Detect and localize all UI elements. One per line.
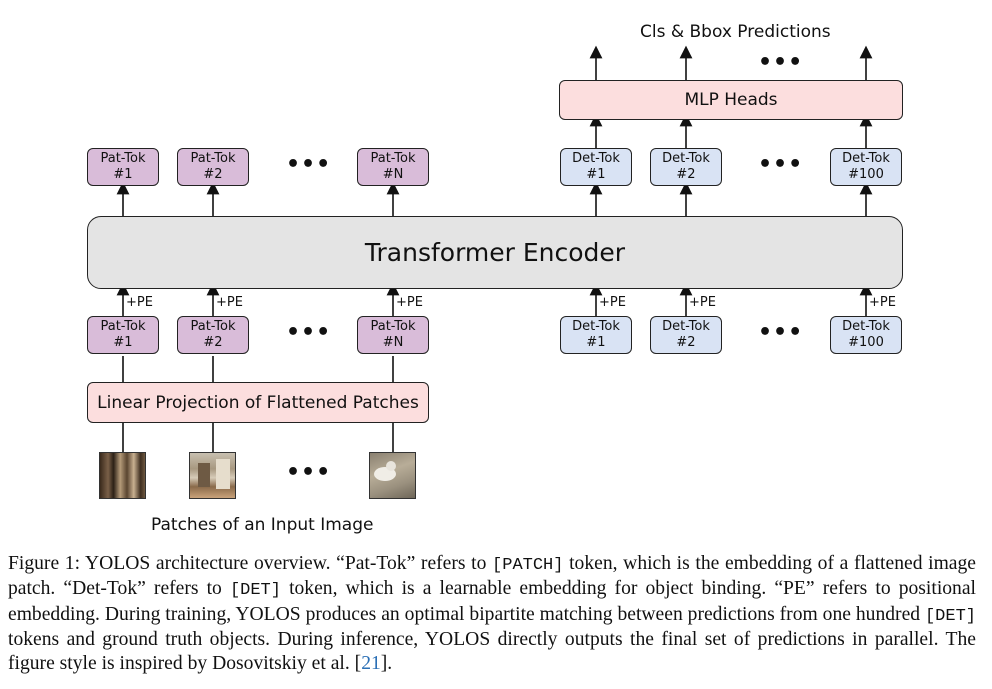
input-pat-ellipsis: ••• bbox=[286, 320, 332, 345]
token-name: Det-Tok bbox=[662, 319, 710, 334]
pe-label: +PE bbox=[689, 295, 716, 310]
input-pat-token-2: Pat-Tok #2 bbox=[177, 316, 249, 354]
citation-link[interactable]: 21 bbox=[361, 652, 381, 674]
caption-text: token, which is the embedding of a flatt… bbox=[8, 553, 976, 600]
input-det-token-2: Det-Tok #2 bbox=[650, 316, 722, 354]
token-name: Pat-Tok bbox=[370, 319, 416, 334]
yolos-architecture-diagram: Cls & Bbox Predictions ••• MLP Heads Pat… bbox=[87, 22, 903, 535]
caption-text: ]. bbox=[380, 652, 393, 674]
token-name: Det-Tok bbox=[572, 151, 620, 166]
predictions-label: Cls & Bbox Predictions bbox=[640, 22, 831, 42]
caption-text: token, which is a learnable embedding fo… bbox=[8, 578, 976, 625]
token-index: #100 bbox=[848, 335, 884, 350]
output-det-ellipsis: ••• bbox=[758, 152, 804, 177]
token-index: #2 bbox=[203, 335, 223, 350]
det-token-code: [DET] bbox=[229, 581, 281, 601]
token-name: Pat-Tok bbox=[370, 151, 416, 166]
token-index: #2 bbox=[203, 167, 223, 182]
output-pat-ellipsis: ••• bbox=[286, 152, 332, 177]
pe-label: +PE bbox=[396, 295, 423, 310]
patch-detail bbox=[386, 461, 396, 471]
pe-label: +PE bbox=[869, 295, 896, 310]
token-name: Pat-Tok bbox=[190, 151, 236, 166]
patch-detail bbox=[198, 463, 210, 487]
token-index: #2 bbox=[676, 167, 696, 182]
output-det-token-2: Det-Tok #2 bbox=[650, 148, 722, 186]
token-index: #1 bbox=[113, 167, 133, 182]
output-pat-token-n: Pat-Tok #N bbox=[357, 148, 429, 186]
token-name: Det-Tok bbox=[842, 151, 890, 166]
token-name: Pat-Tok bbox=[190, 319, 236, 334]
output-pat-token-2: Pat-Tok #2 bbox=[177, 148, 249, 186]
token-index: #100 bbox=[848, 167, 884, 182]
token-index: #N bbox=[382, 167, 404, 182]
image-patch-1 bbox=[99, 452, 146, 499]
token-name: Det-Tok bbox=[842, 319, 890, 334]
transformer-encoder-box: Transformer Encoder bbox=[87, 216, 903, 289]
patch-ellipsis: ••• bbox=[286, 460, 332, 485]
pe-label: +PE bbox=[599, 295, 626, 310]
patch-detail bbox=[216, 459, 230, 489]
image-patch-n bbox=[369, 452, 416, 499]
input-pat-token-n: Pat-Tok #N bbox=[357, 316, 429, 354]
output-pat-token-1: Pat-Tok #1 bbox=[87, 148, 159, 186]
output-ellipsis: ••• bbox=[758, 50, 804, 75]
token-index: #1 bbox=[586, 167, 606, 182]
mlp-heads-box: MLP Heads bbox=[559, 80, 903, 120]
pe-label: +PE bbox=[126, 295, 153, 310]
input-det-token-1: Det-Tok #1 bbox=[560, 316, 632, 354]
input-pat-token-1: Pat-Tok #1 bbox=[87, 316, 159, 354]
caption-text: tokens and ground truth objects. During … bbox=[8, 629, 976, 674]
connector-arrows bbox=[116, 45, 873, 452]
input-det-ellipsis: ••• bbox=[758, 320, 804, 345]
linear-projection-box: Linear Projection of Flattened Patches bbox=[87, 382, 429, 423]
figure-caption: Figure 1: YOLOS architecture overview. “… bbox=[8, 552, 976, 675]
token-name: Det-Tok bbox=[662, 151, 710, 166]
image-patch-2 bbox=[189, 452, 236, 499]
token-index: #2 bbox=[676, 335, 696, 350]
token-index: #1 bbox=[113, 335, 133, 350]
caption-text: Figure 1: YOLOS architecture overview. “… bbox=[8, 553, 493, 574]
output-det-token-100: Det-Tok #100 bbox=[830, 148, 902, 186]
token-name: Det-Tok bbox=[572, 319, 620, 334]
token-index: #N bbox=[382, 335, 404, 350]
token-name: Pat-Tok bbox=[100, 151, 146, 166]
pe-label: +PE bbox=[216, 295, 243, 310]
det-token-code: [DET] bbox=[924, 606, 976, 626]
output-det-token-1: Det-Tok #1 bbox=[560, 148, 632, 186]
token-name: Pat-Tok bbox=[100, 319, 146, 334]
input-det-token-100: Det-Tok #100 bbox=[830, 316, 902, 354]
patch-token-code: [PATCH] bbox=[492, 556, 564, 575]
patches-label: Patches of an Input Image bbox=[151, 515, 374, 535]
token-index: #1 bbox=[586, 335, 606, 350]
